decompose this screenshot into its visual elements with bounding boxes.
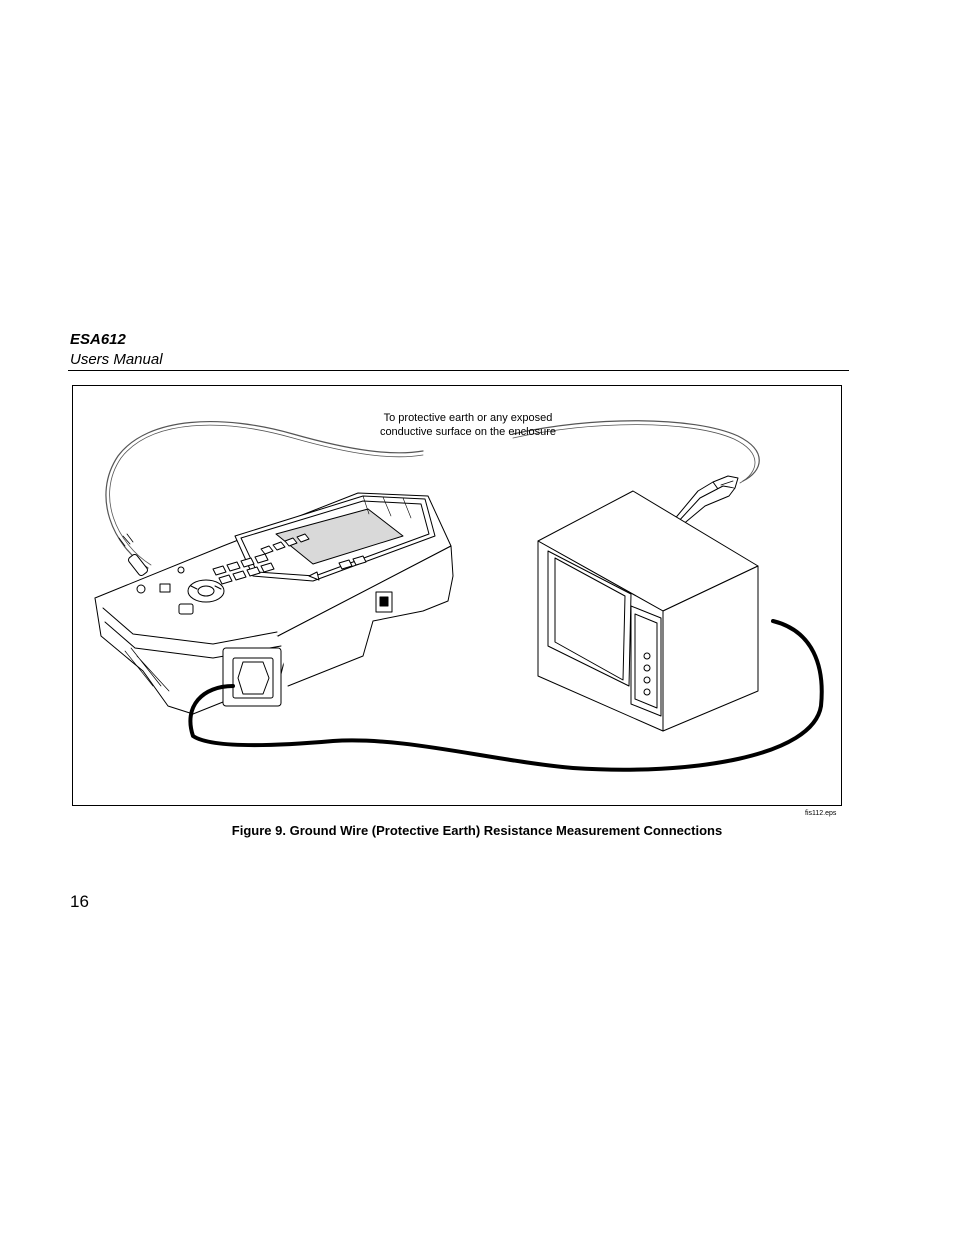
connection-illustration: [94, 420, 824, 772]
figure-frame: To protective earth or any exposed condu…: [72, 385, 842, 806]
device-under-test: [537, 490, 759, 732]
callout-line-1: To protective earth or any exposed: [383, 412, 553, 424]
alligator-clip: [672, 475, 739, 527]
test-lead-cable: [105, 420, 760, 577]
header-rule: [68, 370, 849, 371]
manual-product-title: ESA612: [70, 331, 126, 348]
page-number: 16: [70, 892, 89, 911]
power-cord: [188, 619, 824, 772]
analyzer-device: [94, 492, 454, 715]
manual-subtitle: Users Manual: [70, 351, 163, 368]
figure-file-id: fis112.eps: [805, 810, 837, 817]
figure-caption: Figure 9. Ground Wire (Protective Earth)…: [231, 823, 723, 838]
callout-line-2: conductive surface on the enclosure: [379, 426, 557, 438]
protective-earth-callout: To protective earth or any exposed condu…: [373, 411, 563, 439]
